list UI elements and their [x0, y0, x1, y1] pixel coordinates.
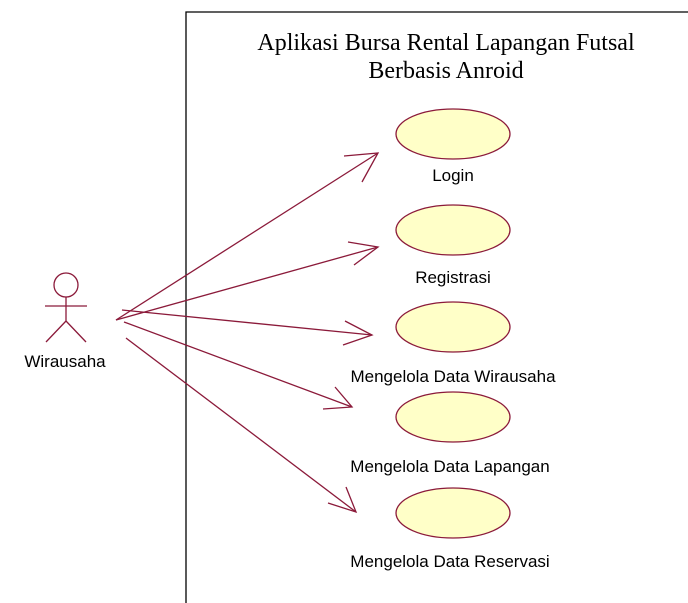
usecase-login-label: Login	[432, 166, 474, 185]
usecase-mengelola-data-reservasi-label: Mengelola Data Reservasi	[350, 552, 549, 571]
usecase-registrasi-ellipse	[395, 204, 511, 256]
system-title-line1: Aplikasi Bursa Rental Lapangan Futsal	[257, 30, 635, 56]
association-login	[115, 152, 380, 321]
actor-left-leg	[45, 320, 67, 343]
usecase-registrasi-label: Registrasi	[415, 268, 491, 287]
actor-head	[53, 272, 79, 298]
actor-label: Wirausaha	[24, 352, 106, 371]
association-mengelola-data-reservasi	[125, 337, 358, 514]
usecase-login-ellipse	[395, 108, 511, 160]
usecase-mengelola-data-lapangan[interactable]: Mengelola Data Lapangan	[350, 391, 550, 476]
usecase-mengelola-data-wirausaha-ellipse	[395, 301, 511, 353]
usecase-login[interactable]: Login	[395, 108, 511, 185]
usecase-mengelola-data-lapangan-ellipse	[395, 391, 511, 443]
association-registrasi	[115, 241, 380, 321]
association-mengelola-data-lapangan	[123, 321, 354, 410]
system-boundary	[185, 11, 688, 603]
usecase-mengelola-data-lapangan-label: Mengelola Data Lapangan	[350, 457, 549, 476]
usecase-mengelola-data-wirausaha-label: Mengelola Data Wirausaha	[350, 367, 556, 386]
system-title-line2: Berbasis Anroid	[368, 58, 523, 84]
association-mengelola-data-wirausaha	[121, 309, 374, 346]
usecase-mengelola-data-reservasi[interactable]: Mengelola Data Reservasi	[350, 487, 550, 571]
actor-right-leg	[65, 320, 87, 343]
actor-wirausaha[interactable]: Wirausaha	[24, 272, 106, 371]
usecase-mengelola-data-wirausaha[interactable]: Mengelola Data Wirausaha	[350, 301, 556, 386]
usecase-registrasi[interactable]: Registrasi	[395, 204, 511, 287]
usecase-mengelola-data-reservasi-ellipse	[395, 487, 511, 539]
